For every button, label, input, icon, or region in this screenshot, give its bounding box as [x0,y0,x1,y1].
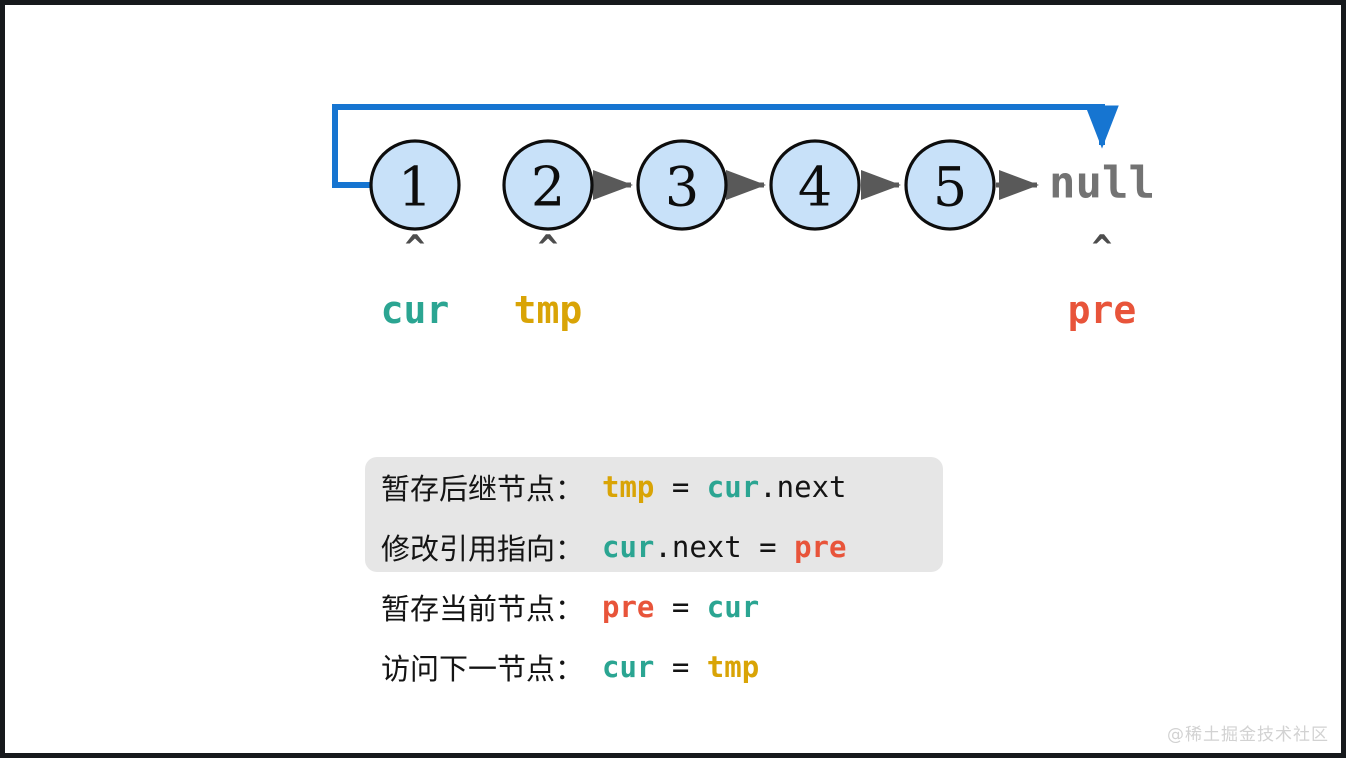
node-2[interactable]: 2 [502,139,594,231]
code-row-0[interactable]: 暂存后继节点： tmp = cur.next [365,457,965,517]
token-cur: cur [706,590,760,624]
node-circle [904,139,996,231]
code-row-description: 访问下一节点： [381,652,585,686]
watermark: @稀土掘金技术社区 [1167,725,1329,745]
code-row-expression: pre = cur [602,590,759,624]
code-row-1[interactable]: 修改引用指向： cur.next = pre [365,517,965,577]
token-cur: cur [602,530,655,564]
code-row-description: 修改引用指向： [381,532,585,566]
code-row-expression: cur = tmp [602,650,759,684]
code-row-3[interactable]: 访问下一节点： cur = tmp [365,637,965,697]
token-next: .next [759,470,847,504]
token-pre: pre [794,530,847,564]
node-label: 4 [798,156,832,219]
token-cur: cur [602,650,655,684]
token-eq: = [654,590,707,624]
node-label: 5 [933,156,967,219]
node-circle [636,139,728,231]
node-circle [769,139,861,231]
token-eq: = [654,650,707,684]
code-row-description: 暂存后继节点： [381,472,585,506]
pointer-label-tmp: tmp [514,288,583,332]
current-step-highlight [365,457,943,572]
node-circle [502,139,594,231]
token-cur: cur [706,470,760,504]
token-next-eq: .next = [654,530,795,564]
code-row-2[interactable]: 暂存当前节点： pre = cur [365,577,965,637]
caret-icon-tmp: ^ [538,228,558,268]
node-circle [369,139,461,231]
token-pre: pre [602,590,655,624]
node-label: 2 [531,156,565,219]
node-label: 3 [665,156,699,219]
pointer-label-pre: pre [1068,288,1137,332]
caret-icon-cur: ^ [405,228,425,268]
token-tmp: tmp [706,650,760,684]
code-row-description: 暂存当前节点： [381,592,585,626]
linked-list-diagram: 1 2 3 4 5 null ^ ^ ^ cur tmp pre [332,104,1155,332]
node-5[interactable]: 5 [904,139,996,231]
null-terminal-label: null [1049,158,1155,209]
pointer-label-cur: cur [381,288,450,332]
node-label: 1 [398,156,432,219]
code-step-list: 暂存后继节点： tmp = cur.next 修改引用指向： cur.next … [365,457,965,697]
new-reference-arrow [332,104,1119,188]
node-4[interactable]: 4 [769,139,861,231]
node-3[interactable]: 3 [636,139,728,231]
node-1[interactable]: 1 [369,139,461,231]
code-row-expression: tmp = cur.next [602,470,846,504]
token-eq: = [654,470,707,504]
code-row-expression: cur.next = pre [602,530,846,564]
caret-icon-pre: ^ [1092,228,1112,268]
token-tmp: tmp [602,470,655,504]
